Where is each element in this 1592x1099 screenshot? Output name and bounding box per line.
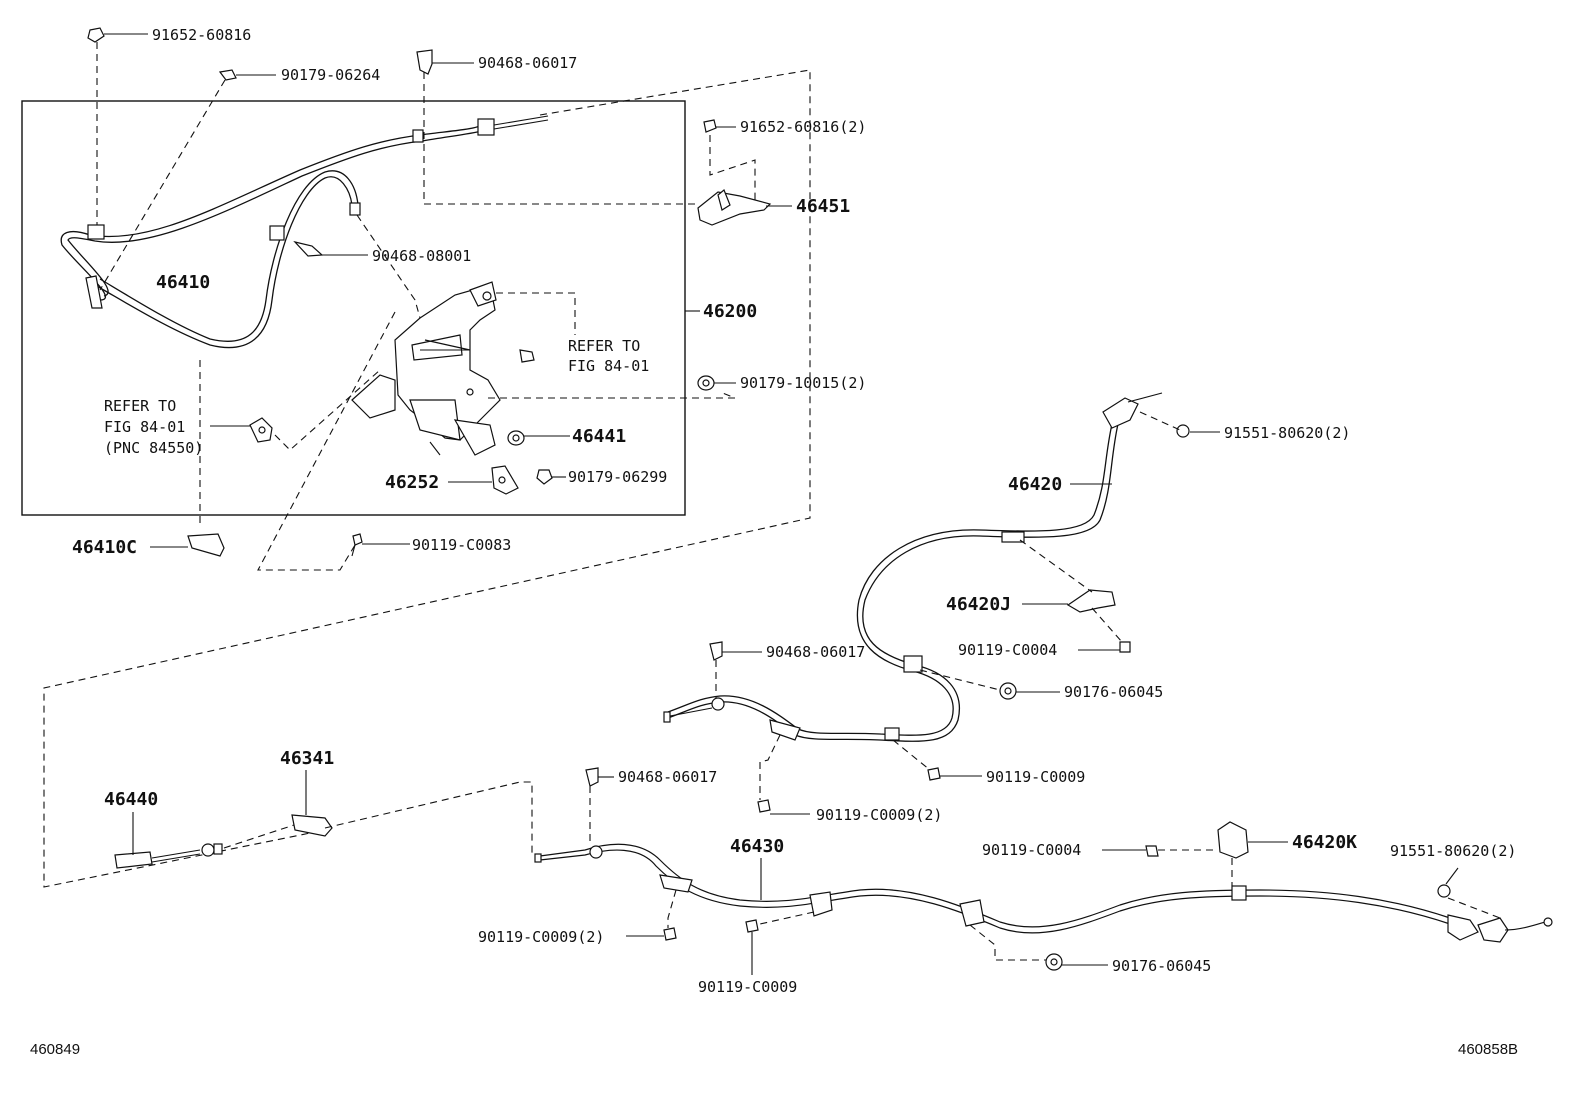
label-90176-06045-low: 90176-06045	[1112, 957, 1211, 975]
nut-46441	[507, 430, 525, 446]
bolt-90119-C0004-low	[1145, 845, 1159, 857]
label-46420K: 46420K	[1292, 832, 1357, 853]
label-refer-left-1: REFER TO	[104, 397, 176, 415]
dashed-outline-lever	[257, 311, 396, 571]
bracket-46420K	[1217, 821, 1249, 859]
label-91652-60816-2: 91652-60816(2)	[740, 118, 866, 136]
grommet-90176-06045-mid	[999, 682, 1017, 700]
dash-refer-left	[274, 369, 381, 451]
label-91551-80620-2-low: 91551-80620(2)	[1390, 842, 1516, 860]
clip-90179-06264	[218, 69, 237, 81]
label-refer-left-3: (PNC 84550)	[104, 439, 203, 457]
label-90119-C0009-2-mid: 90119-C0009(2)	[816, 806, 942, 824]
nut-90179-06299	[536, 469, 553, 485]
footer-left-code: 460849	[30, 1041, 80, 1058]
cable-46410	[60, 115, 549, 349]
label-90179-06264: 90179-06264	[281, 66, 380, 84]
bolt-90119-C0009-low	[745, 919, 759, 933]
bolt-90179-lever	[519, 349, 535, 363]
cable-46430	[534, 843, 1553, 943]
dash-90179-06264	[99, 79, 226, 291]
clip-90468-06017-low	[585, 767, 599, 787]
label-refer-right-1: REFER TO	[568, 337, 640, 355]
label-46410C: 46410C	[72, 537, 137, 558]
dash-refer-fig	[496, 292, 576, 335]
footer-right-code: 460858B	[1458, 1041, 1518, 1058]
bracket-46420J	[1066, 589, 1116, 613]
bracket-46451	[697, 189, 772, 226]
label-46441: 46441	[572, 426, 626, 447]
bolt-90119-C0009-2-mid	[757, 799, 771, 813]
dashed-outline-main	[43, 69, 811, 888]
label-90119-C0004-mid: 90119-C0004	[958, 641, 1057, 659]
bolt-90119-C0009-2-low	[663, 927, 677, 941]
parking-lever-assembly	[351, 281, 501, 456]
label-46410: 46410	[156, 272, 210, 293]
cable-46420	[663, 392, 1163, 742]
connector-46410C	[187, 533, 225, 557]
bracket-46341	[291, 814, 333, 837]
label-90119-C0009-mid: 90119-C0009	[986, 768, 1085, 786]
label-91652-60816-top: 91652-60816	[152, 26, 251, 44]
label-refer-right-2: FIG 84-01	[568, 357, 649, 375]
dash-91652-2	[709, 135, 756, 200]
label-90119-C0004-low: 90119-C0004	[982, 841, 1081, 859]
label-90179-06299: 90179-06299	[568, 468, 667, 486]
label-90119-C0009-2-low: 90119-C0009(2)	[478, 928, 604, 946]
bolt-91652-60816-top	[87, 27, 105, 43]
assembly-46200-frame	[21, 100, 686, 516]
bolt-91551-80620-top	[1176, 424, 1190, 438]
label-46420: 46420	[1008, 474, 1062, 495]
label-90119-C0083: 90119-C0083	[412, 536, 511, 554]
clip-90468-06017-mid	[709, 641, 723, 661]
label-46341: 46341	[280, 748, 334, 769]
bolt-90119-C0004-mid	[1119, 641, 1131, 653]
clamp-46252	[491, 465, 519, 495]
label-90468-08001: 90468-08001	[372, 247, 471, 265]
grommet-90176-06045-low	[1045, 953, 1063, 971]
label-46430: 46430	[730, 836, 784, 857]
label-46420J: 46420J	[946, 594, 1011, 615]
bolt-91551-80620-low	[1437, 884, 1451, 898]
nut-90179-10015	[697, 375, 715, 391]
dash-90179-10015	[488, 391, 736, 399]
label-90468-06017-mid: 90468-06017	[766, 643, 865, 661]
clip-90468-08001	[293, 240, 324, 257]
bolt-91652-60816-2	[703, 119, 717, 133]
dash-cable-to-lever	[356, 214, 421, 319]
label-90176-06045-mid: 90176-06045	[1064, 683, 1163, 701]
dash-46451	[423, 72, 700, 205]
label-91551-80620-2-top: 91551-80620(2)	[1224, 424, 1350, 442]
label-46252: 46252	[385, 472, 439, 493]
label-46451: 46451	[796, 196, 850, 217]
cable-end-46440	[114, 843, 223, 869]
label-90119-C0009-low: 90119-C0009	[698, 978, 797, 996]
label-90468-06017-top: 90468-06017	[478, 54, 577, 72]
label-refer-left-2: FIG 84-01	[104, 418, 185, 436]
label-90179-10015-2: 90179-10015(2)	[740, 374, 866, 392]
bracket-refer-left	[249, 417, 273, 443]
label-46200: 46200	[703, 301, 757, 322]
label-90468-06017-low: 90468-06017	[618, 768, 717, 786]
label-46440: 46440	[104, 789, 158, 810]
bolt-90119-C0083	[351, 533, 363, 557]
bolt-90119-C0009-mid	[927, 767, 941, 781]
clip-90468-06017-top	[416, 49, 433, 75]
